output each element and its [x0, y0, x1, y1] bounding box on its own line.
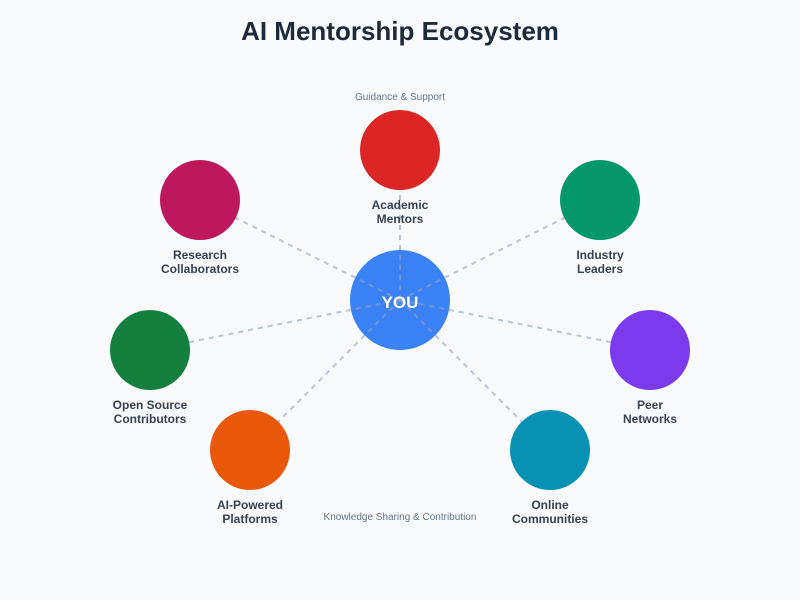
node-label: Networks: [623, 412, 677, 426]
connection-line: [149, 299, 401, 351]
node-circle: [510, 410, 590, 490]
node-label: Peer: [637, 398, 663, 412]
node-label: Platforms: [222, 512, 278, 526]
annotation-top: Guidance & Support: [355, 92, 445, 103]
node-label: AI-Powered: [217, 498, 283, 512]
node-label: Open Source: [113, 398, 188, 412]
connection-line: [199, 199, 401, 301]
connection-line: [399, 199, 601, 301]
node-label: Leaders: [577, 262, 623, 276]
node-circle: [610, 310, 690, 390]
node-label: Contributors: [114, 412, 187, 426]
node-label: Research: [173, 248, 227, 262]
connection-line: [399, 299, 651, 351]
center-label: YOU: [382, 293, 419, 312]
node-circle: [210, 410, 290, 490]
node-label: Mentors: [377, 212, 424, 226]
node-label: Communities: [512, 512, 588, 526]
mentor-nodes: AcademicMentorsIndustryLeadersPeerNetwor…: [110, 110, 690, 526]
node-circle: [560, 160, 640, 240]
node-circle: [160, 160, 240, 240]
node-label: Industry: [576, 248, 624, 262]
node-label: Collaborators: [161, 262, 239, 276]
node-circle: [360, 110, 440, 190]
node-label: Academic: [372, 198, 429, 212]
node-label: Online: [531, 498, 569, 512]
node-circle: [110, 310, 190, 390]
page-title: AI Mentorship Ecosystem: [241, 16, 559, 46]
annotation-bottom: Knowledge Sharing & Contribution: [324, 512, 477, 523]
